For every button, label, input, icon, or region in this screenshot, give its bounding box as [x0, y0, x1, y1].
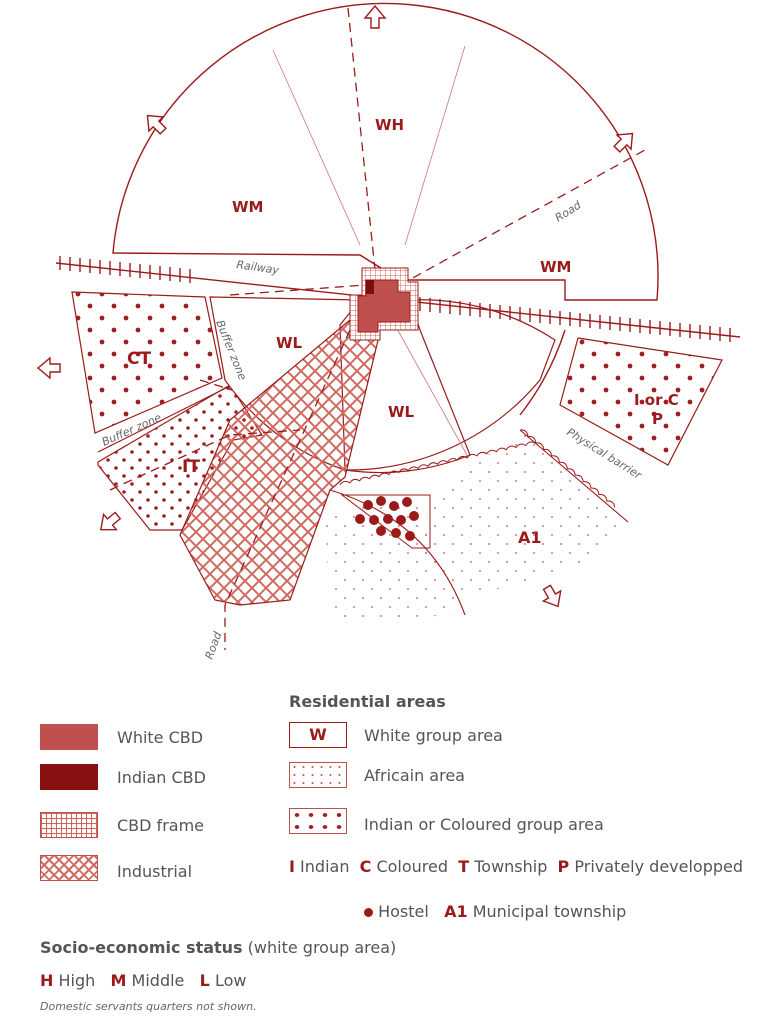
- code-c-label: Coloured: [376, 857, 449, 876]
- code-a1: A1: [444, 902, 468, 921]
- legend-indian-cbd: Indian CBD: [117, 768, 206, 787]
- hostel-dots: [355, 496, 419, 541]
- swatch-indian-cbd: [40, 764, 98, 790]
- indian-cbd: [366, 280, 374, 294]
- label-it: IT: [182, 457, 200, 477]
- legend-indian-coloured: Indian or Coloured group area: [364, 815, 604, 834]
- label-wh: WH: [375, 116, 404, 134]
- label-wl-left: WL: [276, 334, 303, 352]
- label-ioc: I or C: [634, 391, 679, 409]
- legend-cbd-frame: CBD frame: [117, 816, 204, 835]
- hostel-label: Hostel: [378, 902, 429, 921]
- residential-title: Residential areas: [289, 692, 446, 711]
- code-t-label: Township: [474, 857, 548, 876]
- swatch-white-cbd: [40, 724, 98, 750]
- code-t: T: [458, 857, 470, 876]
- code-i-label: Indian: [300, 857, 350, 876]
- african-area: [420, 430, 625, 600]
- swatch-africain: [289, 762, 347, 788]
- status-h-label: High: [58, 971, 96, 990]
- swatch-industrial: [40, 855, 98, 881]
- swatch-cbd-frame: [40, 812, 98, 838]
- socio-title-row: Socio-economic status (white group area): [40, 938, 396, 957]
- status-row: H High M Middle L Low: [40, 971, 246, 990]
- city-model-diagram: WH WM WM WL WL CT IT A1 I or C P Railway…: [37, 2, 741, 661]
- ioc-area: [559, 337, 723, 466]
- railway-label: Railway: [236, 258, 281, 277]
- outer-ring-lower: [519, 329, 566, 416]
- legend-africain: Africain area: [364, 766, 465, 785]
- ct-area: [71, 291, 223, 434]
- municipal-label: Municipal township: [472, 902, 627, 921]
- roads: [109, 7, 646, 650]
- code-c: C: [359, 857, 372, 876]
- hostel-row: Hostel A1 Municipal township: [364, 902, 626, 921]
- label-a1: A1: [518, 528, 542, 547]
- socio-title: Socio-economic status: [40, 938, 243, 957]
- footnote: Domestic servants quarters not shown.: [40, 1000, 257, 1013]
- status-m-label: Middle: [131, 971, 185, 990]
- african-area-south: [325, 500, 465, 620]
- status-h: H: [40, 971, 54, 990]
- label-ct: CT: [127, 349, 151, 369]
- white-upper-sector: [112, 2, 659, 301]
- industrial-wedge: [179, 319, 381, 606]
- road-label-bottom: Road: [203, 629, 225, 661]
- legend-industrial: Industrial: [117, 862, 193, 881]
- label-wm-right: WM: [540, 258, 571, 276]
- label-wm-left: WM: [232, 198, 263, 216]
- status-l: L: [199, 971, 210, 990]
- socio-note: (white group area): [247, 938, 397, 957]
- swatch-w-symbol: W: [309, 725, 327, 744]
- status-m: M: [110, 971, 127, 990]
- label-p: P: [652, 410, 663, 428]
- hostel-dot-icon: [364, 908, 373, 917]
- legend-white-group: White group area: [364, 726, 503, 745]
- swatch-white-group: W: [289, 722, 347, 748]
- label-wl-mid: WL: [388, 403, 415, 421]
- code-p-label: Privately developped: [574, 857, 744, 876]
- legend-white-cbd: White CBD: [117, 728, 204, 747]
- swatch-indian-coloured: [289, 808, 347, 834]
- status-l-label: Low: [214, 971, 247, 990]
- codes-row: I Indian C Coloured T Township P Private…: [289, 857, 743, 876]
- code-p: P: [557, 857, 570, 876]
- code-i: I: [289, 857, 295, 876]
